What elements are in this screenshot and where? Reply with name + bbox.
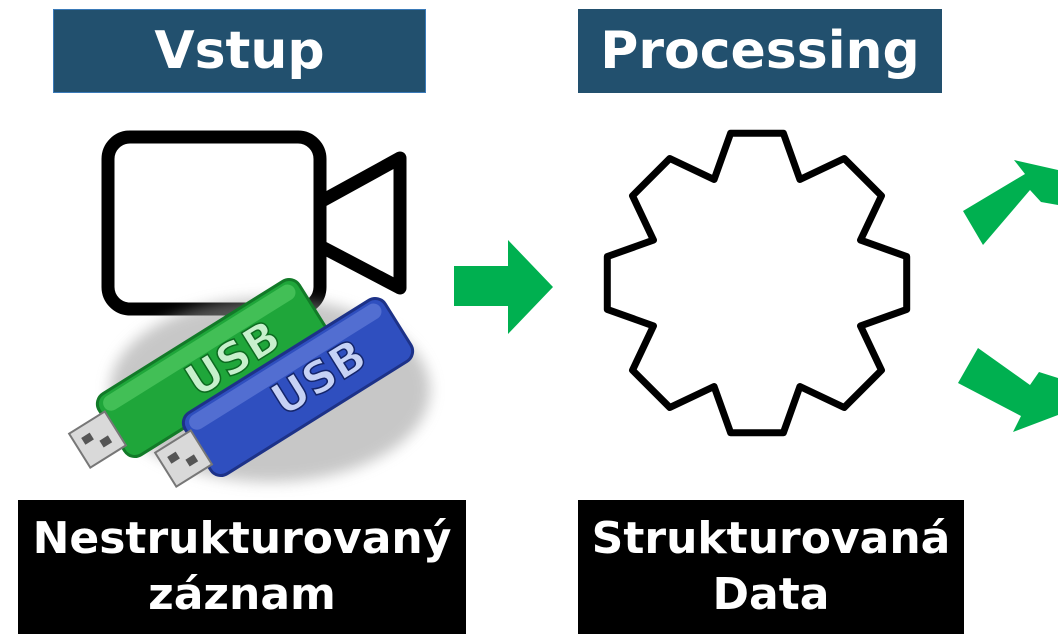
- input-caption-line2: záznam: [148, 569, 336, 620]
- input-caption-line1: Nestrukturovaný: [32, 513, 452, 564]
- input-header: Vstup: [53, 9, 426, 93]
- processing-caption-line1: Strukturovaná: [591, 513, 951, 564]
- arrow-up-right-icon: [963, 160, 1058, 245]
- input-title: Vstup: [154, 21, 325, 81]
- processing-title: Processing: [600, 21, 920, 81]
- input-caption: Nestrukturovaný záznam: [18, 500, 466, 634]
- arrow-down-right-icon: [958, 348, 1058, 432]
- video-camera-icon: [101, 130, 407, 316]
- processing-caption: Strukturovaná Data: [578, 500, 964, 634]
- processing-header: Processing: [578, 9, 942, 93]
- gear-icon: [603, 129, 911, 437]
- arrow-right-icon: [454, 240, 553, 334]
- processing-caption-line2: Data: [712, 569, 830, 620]
- usb-drive-icon: USB USB: [67, 277, 430, 489]
